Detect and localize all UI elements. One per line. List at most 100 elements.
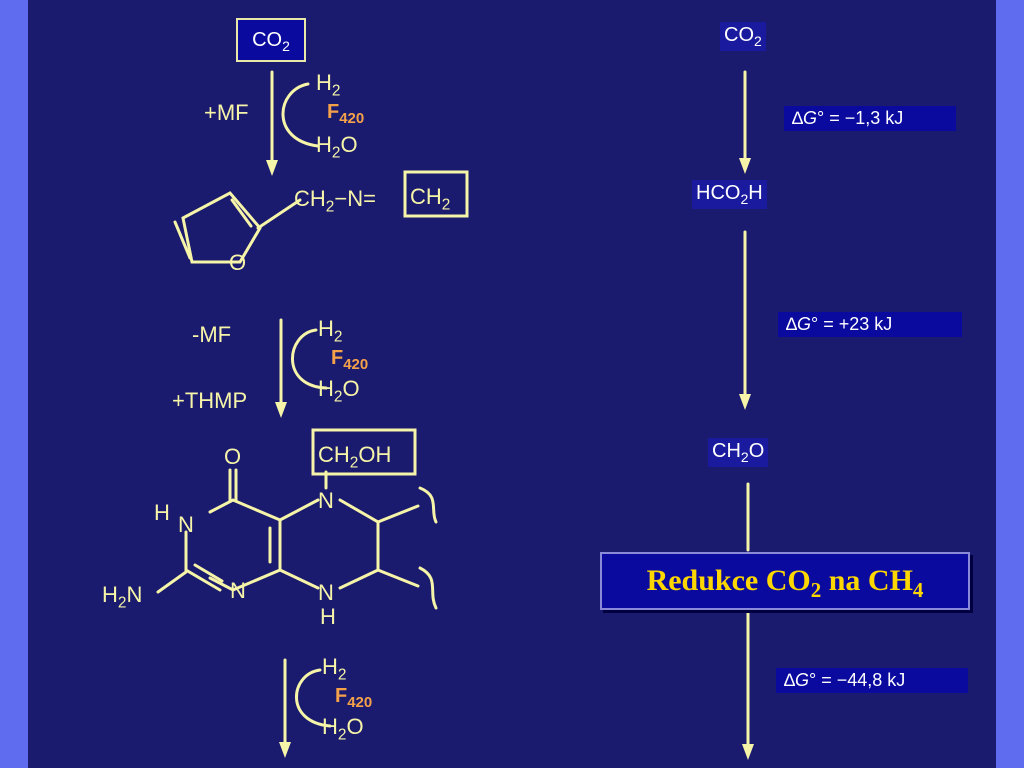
furan-double-1 <box>173 220 192 260</box>
ring-bond-n5 <box>278 498 320 522</box>
furan-boxed-sub: 2 <box>441 196 451 214</box>
step1-h2o: H2O <box>316 132 358 162</box>
step2-h2-sub: 2 <box>333 328 343 346</box>
dg3-value: ° = −44,8 kJ <box>809 670 906 690</box>
step3-h2-sub: 2 <box>337 666 347 684</box>
pterin-oxygen: O <box>224 444 242 469</box>
furan-double-2 <box>230 198 253 228</box>
ch2o-a: CH <box>712 440 741 462</box>
furan-boxed-ch2: CH2 <box>410 184 450 214</box>
pterin-h1: H <box>154 500 170 525</box>
step2-h2o-text: H <box>318 376 334 401</box>
squiggle-1 <box>418 486 438 524</box>
pterin-ch2oh: CH2OH <box>318 442 391 472</box>
step1-h2: H2 <box>316 70 340 100</box>
step3-curve <box>295 668 332 728</box>
right-arrowhead-1 <box>739 158 751 174</box>
step1-h2-text: H <box>316 70 332 95</box>
pterin-ch2oh-tail: OH <box>358 442 392 467</box>
step3-h2o: H2O <box>322 714 364 744</box>
squiggle-2 <box>418 566 438 610</box>
right-co2: CO2 <box>720 22 766 51</box>
f420-2-main: F <box>331 347 344 369</box>
dg2-value: ° = +23 kJ <box>811 314 893 334</box>
delta-g-2: ∆G° = +23 kJ <box>778 312 962 337</box>
boxed-ch2-frame <box>403 170 469 218</box>
slide-title: Redukce CO2 na CH4 <box>600 552 970 610</box>
ch2o-b: O <box>748 440 765 462</box>
pyrimidine-right <box>208 498 282 592</box>
step3-h2-text: H <box>322 654 338 679</box>
pterin-c-n-double <box>193 563 224 583</box>
pterin-ch2oh-sub: 2 <box>349 454 359 472</box>
step1-arrowhead <box>266 160 278 176</box>
slide: CO2 +MF H2 H2O F420 CH2−N= CH2 O -MF +TH… <box>28 0 996 768</box>
furan-boxed-text: CH <box>410 184 442 209</box>
dg1-value: ° = −1,3 kJ <box>817 108 904 128</box>
pyrimidine-left <box>184 530 222 592</box>
hco2h-a: HCO <box>696 182 741 204</box>
f420-badge-1: F420 <box>324 100 368 128</box>
dg2-g: G <box>797 314 812 334</box>
step3-h2: H2 <box>322 654 346 684</box>
step1-h2-sub: 2 <box>331 82 341 100</box>
right-arrowhead-3 <box>742 744 754 760</box>
step1-h2o-sub: 2 <box>331 144 341 162</box>
side-chain-1 <box>376 504 420 524</box>
title-part-b: na CH <box>821 564 913 597</box>
co2-top-label: CO <box>252 29 283 51</box>
step2-curve <box>291 328 328 390</box>
right-co2-text: CO <box>724 24 754 46</box>
boxed-ch2oh-frame <box>311 428 417 476</box>
step1-h2o-text: H <box>316 132 332 157</box>
right-ch2o: CH2O <box>708 438 769 467</box>
amino-bond <box>156 570 188 594</box>
dg2-delta: ∆ <box>786 314 798 334</box>
step2-h2-text: H <box>318 316 334 341</box>
step2-h2o-sub: 2 <box>333 388 343 406</box>
pterin-n1: N <box>178 512 194 537</box>
right-hco2h: HCO2H <box>692 180 767 209</box>
step1-mf-label: +MF <box>204 100 249 125</box>
co2-top-sub: 2 <box>282 38 290 54</box>
furan-ch2-sub: 2 <box>325 198 335 216</box>
step1-curve <box>281 82 320 148</box>
step3-h2o-tail: O <box>346 714 364 739</box>
pterin-h-bottom: H <box>320 604 336 629</box>
dg3-delta: ∆ <box>784 670 796 690</box>
f420-3-sub: 420 <box>347 694 373 711</box>
step2-h2: H2 <box>318 316 342 346</box>
dg3-g: G <box>795 670 810 690</box>
diagram-drawing <box>156 70 754 760</box>
step2-h2o-tail: O <box>342 376 360 401</box>
step1-h2o-tail: O <box>340 132 358 157</box>
f420-badge-2: F420 <box>328 346 372 374</box>
pyrazine-ring <box>338 498 380 590</box>
pterin-amino-sub: 2 <box>117 594 127 612</box>
title-sub-2: 4 <box>912 578 924 602</box>
f420-2-sub: 420 <box>343 356 369 373</box>
step3-h2o-sub: 2 <box>337 726 347 744</box>
step2-h2o: H2O <box>318 376 360 406</box>
ring-bond-n8 <box>278 568 320 590</box>
pterin-n3: N <box>230 578 246 603</box>
step2-arrowhead <box>275 402 287 418</box>
furan-dash-n: −N= <box>334 186 376 211</box>
title-part-a: Redukce CO <box>646 564 811 597</box>
title-sub-1: 2 <box>810 578 822 602</box>
pterin-amino-h: H <box>102 582 118 607</box>
dg1-delta: ∆ <box>792 108 804 128</box>
hco2h-sub: 2 <box>740 191 749 207</box>
co2-top-box: CO2 <box>236 18 306 62</box>
f420-badge-3: F420 <box>332 684 376 712</box>
dg1-g: G <box>803 108 818 128</box>
f420-1-sub: 420 <box>339 110 365 127</box>
step3-h2o-text: H <box>322 714 338 739</box>
delta-g-1: ∆G° = −1,3 kJ <box>784 106 956 131</box>
pterin-amino: H2N <box>102 582 142 612</box>
furan-ch2-text: CH <box>294 186 326 211</box>
right-co2-sub: 2 <box>754 33 762 49</box>
ch2o-sub: 2 <box>740 449 749 465</box>
f420-1-main: F <box>327 101 340 123</box>
step2-mf-label: -MF <box>192 322 232 347</box>
